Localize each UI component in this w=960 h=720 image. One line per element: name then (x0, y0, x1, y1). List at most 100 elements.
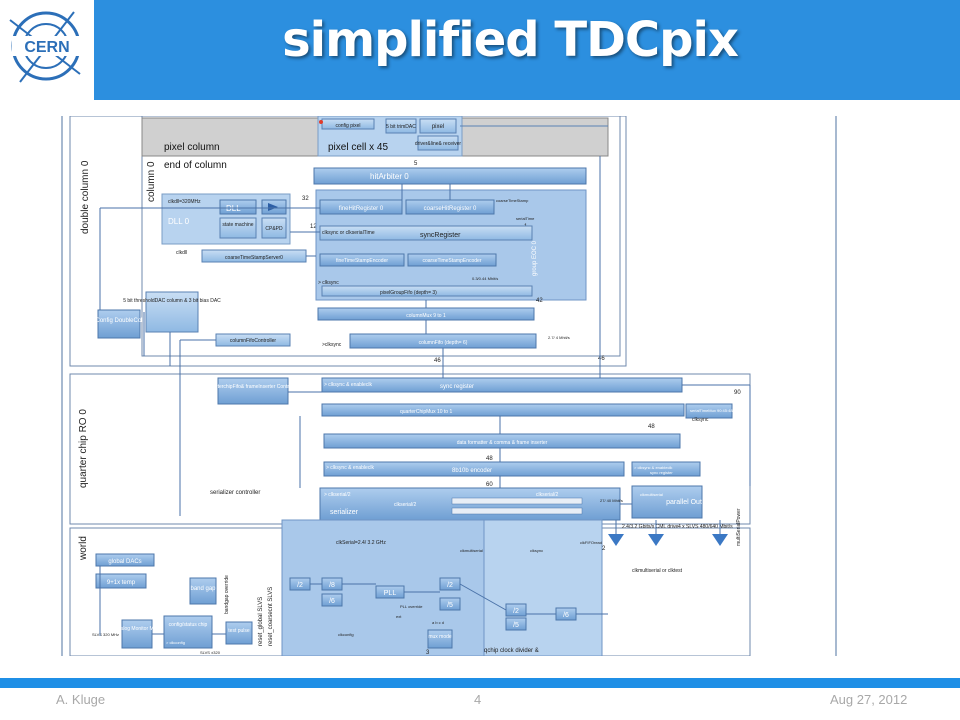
pll-label: PLL (384, 590, 397, 597)
clk-sync-label-3: >clksync (322, 342, 342, 348)
n12-label: 12 (310, 224, 317, 230)
fine-ts-encoder-label: fineTimeStampEncoder (336, 258, 388, 264)
div5-label-b: /5 (513, 622, 519, 629)
column-fifo-label: columnFifo (depth= 6) (419, 340, 468, 346)
clk-sync-serial-label: clksync or clkserialTime (322, 230, 375, 236)
dll-clk-label: clkdll=320MHz (168, 199, 201, 205)
double-column-label: double column 0 (80, 160, 91, 234)
sync-register-quarter-label: sync register (440, 384, 474, 390)
cern-logo-icon: CERN (9, 11, 82, 83)
world-label: world (78, 536, 89, 561)
config-status-chip-label: config/status chip (169, 622, 208, 628)
n32-label: 32 (302, 196, 309, 202)
pixel-label: pixel (432, 124, 444, 130)
driver-label: driver&line& receiver (415, 141, 461, 147)
column-fifo-controller-label: columnFifoController (230, 338, 276, 344)
mux-abcd-label: a b c d (432, 620, 444, 625)
clk-config-label-2: clkconfig (338, 632, 354, 637)
div2-label-a: /2 (297, 582, 303, 589)
hit-arbiter-label: hitArbiter 0 (370, 172, 409, 181)
trimdac-label: 5 bit trimDAC (386, 124, 416, 130)
red-dot-icon (319, 120, 323, 124)
tdcpix-block-diagram: double column 0 column 0 pixel column co… (60, 115, 840, 661)
serializer-label: serializer (330, 509, 359, 516)
clk-sync-enable-label-3: > clksync & enableclk (634, 465, 672, 470)
n42-label: 42 (536, 298, 543, 304)
bandgap-override-label: bandgap override (224, 575, 230, 614)
quarter-chip-label: quarter chip RO 0 (78, 409, 89, 488)
config-pixel-label: config pixel (335, 123, 360, 129)
clk-multiserial-test-label: clkmultiserial or clktest (632, 568, 683, 574)
ext-label: ext (396, 614, 402, 619)
mux-mode-label: mux mode (428, 634, 452, 640)
quarterchip-fifo-label: quarterchipFifo& frameInserter Controlle… (208, 384, 299, 390)
cppd-label: CP&PD (265, 226, 283, 232)
end-of-column-label: end of column (164, 160, 227, 171)
config-doublecol-label: Config DoubleCol (95, 318, 142, 324)
n46a-label: 46 (434, 358, 441, 364)
rate-label: 0.3/0.44 Mhit/s (472, 276, 498, 281)
n48b-label: 48 (486, 456, 493, 462)
slvs-rate-label: 4 x SLVS 480/640 Mbit/s (678, 524, 733, 530)
sync-register-label-2: sync register (650, 470, 673, 475)
coarse-ts-encoder-label: coarseTimeStampEncoder (422, 258, 481, 264)
cml-driver-icon-2 (648, 534, 664, 546)
temp-label: 9+1x temp (107, 580, 136, 586)
slvs-label: SLVS ±320 (200, 650, 221, 655)
coarse-ts-server-label: coarseTimeStampServer0 (225, 255, 283, 261)
band-gap-label: band gap (190, 586, 216, 592)
header-bar: CERN simplified TDCpix (0, 0, 960, 100)
global-dacs-label: global DACs (108, 559, 141, 565)
div8-label: /8 (329, 582, 335, 589)
clk-dll-label: clkdll (176, 250, 187, 256)
analog-monitor-label: analog Monitor Mux (115, 626, 159, 632)
test-pulse-label: test pulse (228, 628, 250, 634)
div5-label-a: /5 (447, 602, 453, 609)
parallel-out-label: parallel Out (666, 499, 702, 506)
cern-logo-text: CERN (24, 39, 69, 56)
n2-label: 2 (602, 546, 606, 552)
footer-bar (0, 678, 960, 688)
encoder-label: 8b10b encoder (452, 468, 492, 474)
slide-title: simplified TDCpix (282, 12, 739, 68)
clk-serial-label-2: clkserial/2 (394, 502, 416, 508)
dll0-label: DLL 0 (168, 217, 190, 226)
pixel-cell-label: pixel cell x 45 (328, 142, 388, 153)
footer-page-number: 4 (474, 692, 482, 707)
slvs-320-label: SLVS 320 MHz (92, 632, 119, 637)
pll-override-label: PLL override (400, 604, 423, 609)
clk-multiserial-label: clkmultiserial (640, 492, 663, 497)
serial-time-mux-label: serialTimeMux 90:45:48 (690, 408, 733, 413)
div6-label-a: /6 (329, 598, 335, 605)
footer-author: A. Kluge (56, 692, 106, 707)
threshold-dac-label: 5 bit thresholdDAC column & 3 bit bias D… (123, 298, 221, 304)
column-rate-label: 2.7/ 4 Mhit/s (548, 335, 570, 340)
coarse-ts-label: coarseTimeStamp (496, 198, 529, 203)
cml-rate-label: 2.4/3.2 Gbits/s CML drive (622, 524, 678, 530)
clk-sync-enable-label: > clksync & enableclk (324, 382, 372, 388)
cern-logo: CERN (0, 0, 96, 100)
serializer-controller-label: serializer controller (210, 490, 260, 496)
clk-sync-enable-label-2: > clksync & enableclk (326, 465, 374, 471)
buffer-triangle-icon (268, 203, 278, 211)
clk-sync-label-4: clksync (692, 417, 709, 423)
multi-serial-power-label: multiSerialPower (736, 508, 742, 546)
clk-sync-label-5: clksync (530, 548, 543, 553)
diagram-svg: double column 0 column 0 pixel column co… (60, 115, 838, 657)
n48a-label: 48 (648, 424, 655, 430)
clk-serial-label: > clkserial/2 (324, 492, 351, 498)
footer-date: Aug 27, 2012 (830, 692, 908, 707)
n90-label: 90 (734, 390, 741, 396)
n5-label: 5 (414, 161, 418, 167)
serializer-rate-label: 27/ 40 Mhit/s (600, 498, 623, 503)
sync-register-label: syncRegister (420, 232, 461, 239)
column-label: column 0 (146, 161, 157, 202)
coarse-hit-register-label: coarseHitRegister 0 (424, 206, 477, 212)
div6-label-b: /6 (563, 612, 569, 619)
clk-sync-label-2: > clksync (318, 280, 339, 286)
clk-serial-label-3: clkserial/2 (536, 492, 558, 498)
data-formatter-label: data formatter & comma & frame inserter (457, 440, 548, 446)
clk-config-label: > clkconfig (166, 640, 185, 645)
serial-time-label: serialTime (516, 216, 535, 221)
signal-wires (99, 156, 751, 636)
